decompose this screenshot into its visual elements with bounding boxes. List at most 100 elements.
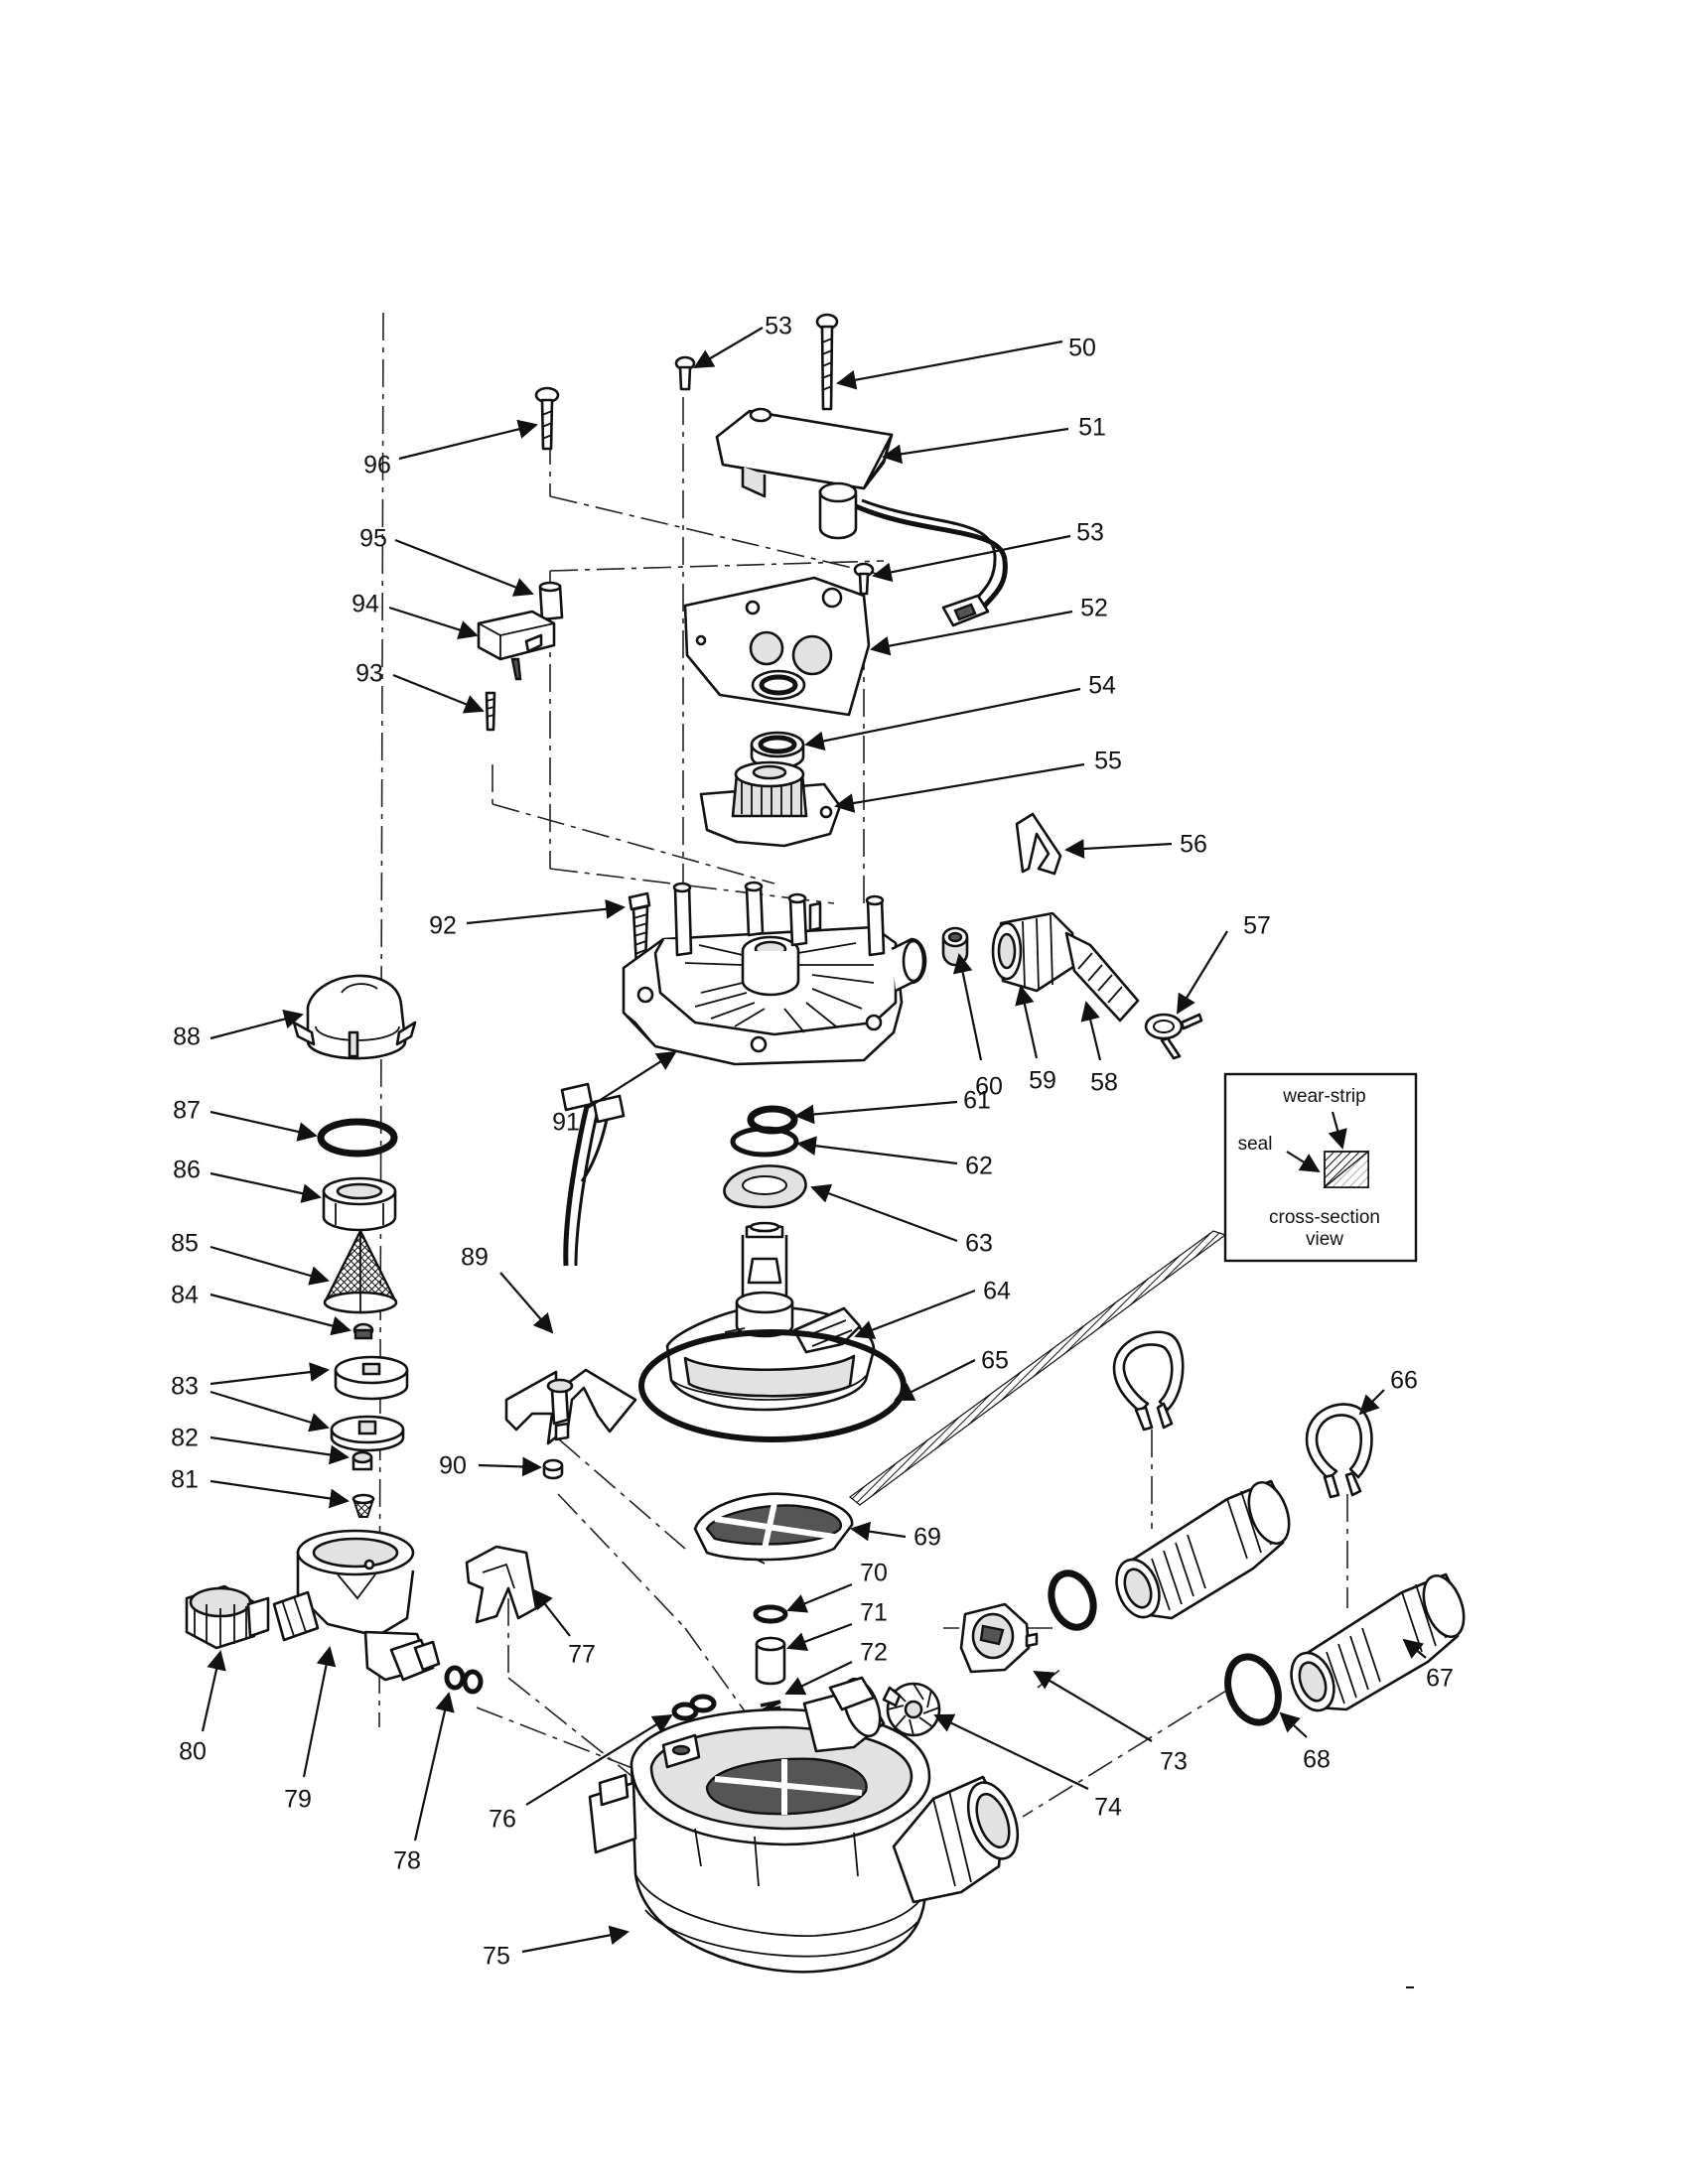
leader-92 xyxy=(466,898,626,925)
callout-label-87: 87 xyxy=(173,1097,201,1125)
callout-label-93: 93 xyxy=(355,660,383,688)
callout-label-65: 65 xyxy=(981,1347,1009,1375)
leader-lines xyxy=(201,327,1427,1954)
part-77-clip xyxy=(465,1545,538,1624)
inset-pointer-band xyxy=(849,1230,1227,1506)
leader-82 xyxy=(210,1435,350,1465)
leader-52 xyxy=(870,610,1073,656)
part-88-cap xyxy=(292,974,417,1060)
leader-53a xyxy=(693,327,764,369)
callout-label-59: 59 xyxy=(1029,1067,1056,1095)
leader-59 xyxy=(1015,985,1039,1059)
part-83-disc-lower xyxy=(330,1415,405,1452)
callout-label-83: 83 xyxy=(171,1373,199,1401)
part-60-bushing xyxy=(941,926,969,967)
callout-label-63: 63 xyxy=(965,1230,993,1258)
leader-65 xyxy=(894,1359,976,1401)
leader-90 xyxy=(478,1456,542,1477)
callout-label-54: 54 xyxy=(1088,672,1116,700)
leader-85 xyxy=(210,1245,330,1286)
leader-84 xyxy=(210,1293,351,1336)
callout-label-62: 62 xyxy=(965,1153,993,1180)
leader-83-1 xyxy=(210,1390,330,1433)
callout-label-67: 67 xyxy=(1426,1665,1454,1693)
callout-label-86: 86 xyxy=(173,1157,201,1184)
part-50-screw xyxy=(815,313,839,411)
callout-label-88: 88 xyxy=(173,1024,201,1051)
callout-label-79: 79 xyxy=(284,1786,312,1814)
leader-83-0 xyxy=(210,1362,330,1386)
callout-label-92: 92 xyxy=(429,912,457,940)
callout-label-76: 76 xyxy=(489,1806,516,1834)
callout-label-95: 95 xyxy=(359,525,387,553)
leader-67 xyxy=(1402,1638,1427,1659)
leader-60 xyxy=(952,953,983,1061)
part-69-disc xyxy=(693,1492,854,1565)
leader-76 xyxy=(525,1713,673,1806)
leader-50 xyxy=(836,340,1063,390)
callout-label-96: 96 xyxy=(363,452,391,479)
part-87-o-ring xyxy=(317,1118,398,1158)
callout-label-69: 69 xyxy=(913,1524,941,1552)
part-82-nut xyxy=(351,1450,373,1471)
inset-frame xyxy=(1223,1072,1418,1263)
part-63-seal xyxy=(723,1164,807,1209)
callout-label-60: 60 xyxy=(975,1073,1003,1101)
leader-73 xyxy=(1033,1670,1153,1742)
part-70-o-ring xyxy=(753,1604,788,1624)
leader-61 xyxy=(794,1100,958,1125)
callout-label-91: 91 xyxy=(552,1109,580,1137)
part-91-valve-cover xyxy=(622,881,927,1066)
callout-label-78: 78 xyxy=(393,1847,421,1875)
part-90-magnet xyxy=(542,1458,564,1480)
callout-labels: 5051525353545556575859606162636465666768… xyxy=(171,313,1454,1971)
callout-label-66: 66 xyxy=(1390,1367,1418,1395)
inset-caption-line1: cross-section xyxy=(1269,1207,1380,1228)
leader-64 xyxy=(854,1289,976,1339)
callout-label-90: 90 xyxy=(439,1452,467,1480)
leader-56 xyxy=(1064,839,1173,859)
callout-label-71: 71 xyxy=(860,1599,888,1627)
callout-label-55: 55 xyxy=(1094,748,1122,775)
leader-55 xyxy=(834,762,1085,813)
callout-label-82: 82 xyxy=(171,1425,199,1452)
leader-87 xyxy=(210,1110,318,1142)
part-89-harness xyxy=(504,1082,637,1445)
callout-label-72: 72 xyxy=(860,1639,888,1667)
part-51-motor xyxy=(715,407,1008,627)
callout-label-85: 85 xyxy=(171,1230,199,1258)
leader-96 xyxy=(398,419,538,461)
part-93-pin xyxy=(485,691,496,732)
part-57-clamp xyxy=(1144,1013,1203,1060)
leader-58 xyxy=(1080,1001,1102,1061)
leader-54 xyxy=(804,687,1081,751)
part-66-clip-lower xyxy=(1305,1403,1373,1499)
leader-75 xyxy=(521,1925,630,1954)
part-74-turbine xyxy=(882,1682,941,1737)
part-73-housing xyxy=(959,1602,1039,1674)
part-94-switch xyxy=(477,610,556,681)
leader-79 xyxy=(302,1646,337,1778)
part-75-valve-body xyxy=(588,1676,1020,1974)
part-68-o-ring xyxy=(1224,1653,1282,1726)
part-62-o-ring xyxy=(730,1126,799,1158)
leader-81 xyxy=(210,1479,350,1509)
leader-91 xyxy=(587,1050,677,1109)
callout-label-50: 50 xyxy=(1068,335,1096,362)
leader-53b xyxy=(872,534,1071,583)
part-81-screen xyxy=(351,1493,375,1518)
callout-label-70: 70 xyxy=(860,1560,888,1587)
parts xyxy=(185,313,1466,1974)
leader-72 xyxy=(784,1661,853,1696)
callout-label-75: 75 xyxy=(483,1943,510,1971)
cross-section-inset: wear-strip seal cross-section view xyxy=(849,1072,1418,1506)
part-84-cap xyxy=(352,1322,374,1340)
part-55-gear xyxy=(699,760,842,848)
callout-label-77: 77 xyxy=(568,1641,596,1669)
callout-label-51: 51 xyxy=(1078,414,1106,442)
part-86-collar xyxy=(322,1176,397,1232)
inset-label-seal: seal xyxy=(1238,1134,1273,1155)
part-67-lower-adapter xyxy=(1290,1572,1466,1712)
part-71-sleeve xyxy=(755,1636,786,1686)
